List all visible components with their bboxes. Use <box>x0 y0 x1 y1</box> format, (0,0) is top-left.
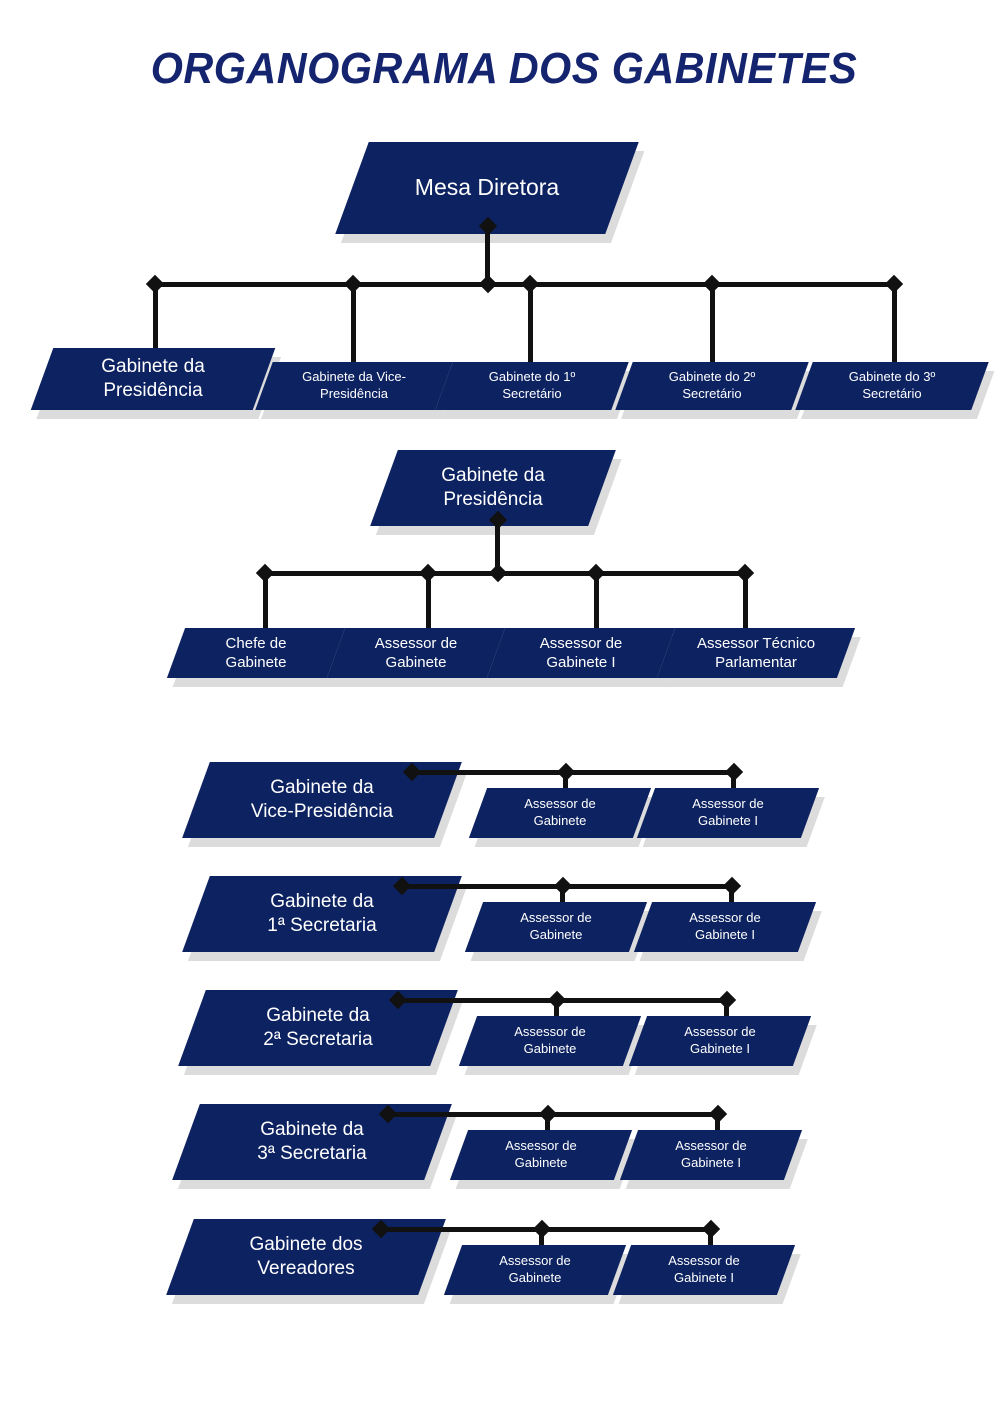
node-assessor-de-gabinete-i[interactable]: Assessor de Gabinete I <box>486 628 681 687</box>
node-label: Assessor de Gabinete <box>499 1253 571 1285</box>
connector-drop-row1-child0 <box>560 884 565 910</box>
connector-node-bus-row1-child1 <box>722 876 742 896</box>
node-row1-child-assessor-de-gabinete-i[interactable]: Assessor de Gabinete I <box>633 902 822 961</box>
node-label: Gabinete da 2ª Secretaria <box>263 1004 373 1050</box>
node-gabinete-3-secretario[interactable]: Gabinete do 3º Secretário <box>795 362 995 419</box>
node-row-parent-3-secretaria[interactable]: Gabinete da 3ª Secretaria <box>172 1104 458 1189</box>
node-label: Gabinete do 1º Secretário <box>488 369 576 401</box>
node-row-parent-vice-presidencia[interactable]: Gabinete da Vice-Presidência <box>182 762 468 847</box>
connector-node-bus-sec3 <box>884 274 904 294</box>
connector-drop-vice <box>351 282 356 371</box>
node-label: Assessor de Gabinete I <box>668 1253 740 1285</box>
node-label: Gabinete da Presidência <box>441 464 545 510</box>
connector-node-bus-sec2 <box>702 274 722 294</box>
connector-drop-sec1 <box>528 282 533 371</box>
connector-node-bus-row1-child0 <box>553 876 573 896</box>
connector-node-bus-row3-child0 <box>538 1104 558 1124</box>
node-label: Assessor de Gabinete I <box>684 1024 756 1056</box>
connector-bus-presidencia <box>265 571 745 576</box>
node-label: Assessor de Gabinete <box>374 634 458 671</box>
node-row3-child-assessor-de-gabinete[interactable]: Assessor de Gabinete <box>449 1130 638 1189</box>
connector-drop-row2-child1 <box>724 998 729 1024</box>
connector-mesa-stem <box>485 224 490 284</box>
connector-node-bus-row2-child1 <box>717 990 737 1010</box>
connector-drop-chefe-gabinete <box>263 571 268 643</box>
node-row3-child-assessor-de-gabinete-i[interactable]: Assessor de Gabinete I <box>619 1130 808 1189</box>
node-gabinete-vice-presidencia[interactable]: Gabinete da Vice- Presidência <box>255 362 459 419</box>
node-label: Assessor de Gabinete <box>524 796 596 828</box>
node-label: Gabinete do 3º Secretário <box>848 369 936 401</box>
connector-drop-row4-child1 <box>708 1227 713 1253</box>
node-label: Gabinete dos Vereadores <box>249 1233 363 1279</box>
node-label: Assessor de Gabinete I <box>675 1138 747 1170</box>
connector-drop-row3-child0 <box>545 1112 550 1138</box>
node-gabinete-presidencia[interactable]: Gabinete da Presidência <box>30 348 282 419</box>
node-row0-child-assessor-de-gabinete[interactable]: Assessor de Gabinete <box>468 788 657 847</box>
connector-node-bus-row4-child1 <box>701 1219 721 1239</box>
connector-node-bus-assessor-tecnico <box>735 563 755 583</box>
node-row4-child-assessor-de-gabinete[interactable]: Assessor de Gabinete <box>443 1245 632 1304</box>
connector-drop-sec3 <box>892 282 897 371</box>
node-row0-child-assessor-de-gabinete-i[interactable]: Assessor de Gabinete I <box>636 788 825 847</box>
node-row2-child-assessor-de-gabinete[interactable]: Assessor de Gabinete <box>458 1016 647 1075</box>
node-presidencia-root[interactable]: Gabinete da Presidência <box>370 450 622 535</box>
connector-drop-row4-child0 <box>539 1227 544 1253</box>
connector-drop-sec2 <box>710 282 715 371</box>
connector-drop-assessor-gabinete-i <box>594 571 599 643</box>
connector-drop-presidencia <box>153 282 158 358</box>
connector-drop-row3-child1 <box>715 1112 720 1138</box>
connector-drop-row2-child0 <box>554 998 559 1024</box>
node-row2-child-assessor-de-gabinete-i[interactable]: Assessor de Gabinete I <box>628 1016 817 1075</box>
node-label: Gabinete da Vice- Presidência <box>302 369 406 401</box>
connector-node-bus-row3-child1 <box>708 1104 728 1124</box>
node-label: Assessor de Gabinete <box>505 1138 577 1170</box>
connector-node-bus-chefe-gabinete <box>255 563 275 583</box>
node-gabinete-2-secretario[interactable]: Gabinete do 2º Secretário <box>615 362 815 419</box>
node-label: Gabinete da Presidência <box>101 355 205 401</box>
page-title: ORGANOGRAMA DOS GABINETES <box>150 44 858 93</box>
connector-node-bus-row0-child1 <box>724 762 744 782</box>
connector-drop-assessor-gabinete <box>426 571 431 643</box>
connector-drop-assessor-tecnico <box>743 571 748 643</box>
node-label: Assessor de Gabinete I <box>689 910 761 942</box>
connector-drop-row1-child1 <box>729 884 734 910</box>
connector-node-bus-sec1 <box>520 274 540 294</box>
node-assessor-tecnico-parlamentar[interactable]: Assessor Técnico Parlamentar <box>656 628 861 687</box>
connector-node-bus-row4-child0 <box>532 1219 552 1239</box>
node-label: Assessor Técnico Parlamentar <box>696 634 816 671</box>
node-label: Mesa Diretora <box>414 174 560 201</box>
node-label: Gabinete do 2º Secretário <box>668 369 756 401</box>
connector-node-bus-assessor-gabinete <box>418 563 438 583</box>
node-label: Chefe de Gabinete <box>225 634 287 671</box>
node-chefe-de-gabinete[interactable]: Chefe de Gabinete <box>166 628 351 687</box>
node-assessor-de-gabinete[interactable]: Assessor de Gabinete <box>326 628 511 687</box>
connector-drop-row0-child0 <box>563 770 568 796</box>
connector-node-bus-vice <box>343 274 363 294</box>
node-label: Assessor de Gabinete I <box>692 796 764 828</box>
node-row1-child-assessor-de-gabinete[interactable]: Assessor de Gabinete <box>464 902 653 961</box>
connector-node-bus-row2-child0 <box>547 990 567 1010</box>
node-label: Gabinete da Vice-Presidência <box>250 776 394 822</box>
node-row-parent-vereadores[interactable]: Gabinete dos Vereadores <box>166 1219 452 1304</box>
node-label: Assessor de Gabinete <box>514 1024 586 1056</box>
connector-node-bus-assessor-gabinete-i <box>586 563 606 583</box>
connector-drop-row0-child1 <box>731 770 736 796</box>
node-label: Gabinete da 1ª Secretaria <box>267 890 377 936</box>
connector-presidencia-stem <box>495 518 500 574</box>
node-gabinete-1-secretario[interactable]: Gabinete do 1º Secretário <box>435 362 635 419</box>
node-label: Assessor de Gabinete I <box>539 634 623 671</box>
node-row4-child-assessor-de-gabinete-i[interactable]: Assessor de Gabinete I <box>612 1245 801 1304</box>
node-row-parent-2-secretaria[interactable]: Gabinete da 2ª Secretaria <box>178 990 464 1075</box>
node-label: Assessor de Gabinete <box>520 910 592 942</box>
node-label: Gabinete da 3ª Secretaria <box>257 1118 367 1164</box>
node-row-parent-1-secretaria[interactable]: Gabinete da 1ª Secretaria <box>182 876 468 961</box>
connector-node-bus-presidencia <box>145 274 165 294</box>
node-mesa-diretora[interactable]: Mesa Diretora <box>335 142 645 243</box>
connector-node-bus-row0-child0 <box>556 762 576 782</box>
